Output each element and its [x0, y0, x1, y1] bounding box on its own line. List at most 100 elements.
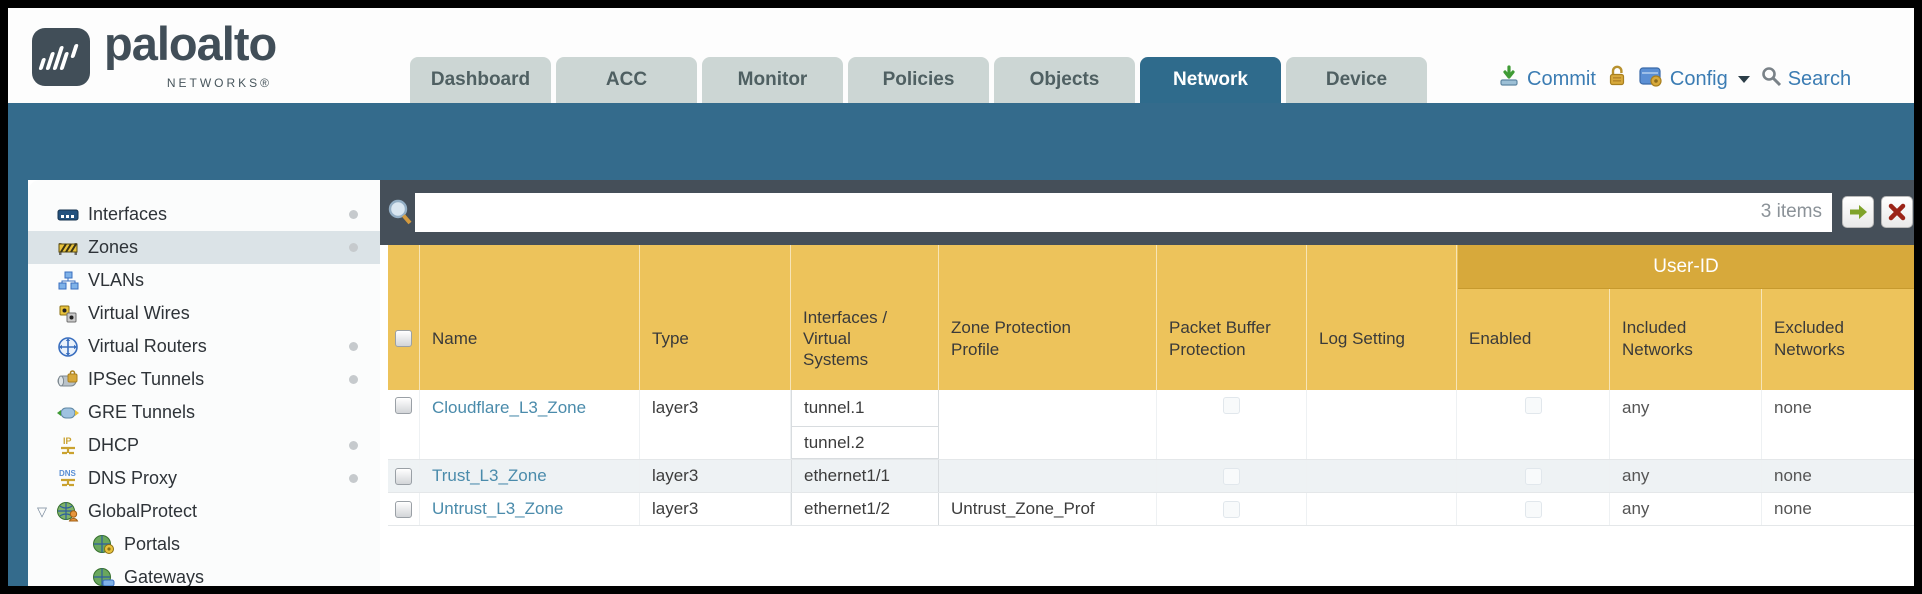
status-dot — [349, 210, 358, 219]
svg-text:DNS: DNS — [59, 469, 77, 478]
brand-name: paloalto — [104, 17, 277, 70]
top-bar: paloalto NETWORKS® Dashboard ACC Monitor… — [8, 8, 1914, 103]
interface-entry: tunnel.2 — [792, 427, 938, 459]
header-utilities: Commit Con — [1497, 58, 1851, 100]
tab-acc[interactable]: ACC — [556, 57, 697, 103]
sub-header-band: ? Help — [8, 103, 1914, 260]
status-dot — [349, 342, 358, 351]
zone-name-link[interactable]: Untrust_L3_Zone — [432, 499, 564, 518]
user-id-enabled-checkbox[interactable] — [1524, 500, 1542, 518]
user-id-enabled-checkbox[interactable] — [1524, 397, 1542, 414]
commit-label: Commit — [1527, 67, 1596, 90]
zone-interfaces: tunnel.1 tunnel.2 — [791, 390, 939, 459]
packet-buffer-checkbox[interactable] — [1223, 500, 1240, 518]
log-setting — [1307, 460, 1457, 492]
tree-expand-icon[interactable]: ▽ — [37, 503, 47, 519]
tab-dashboard[interactable]: Dashboard — [410, 57, 551, 103]
sidebar-item-zones[interactable]: Zones — [28, 231, 380, 264]
sidebar-item-label: Interfaces — [88, 204, 168, 224]
commit-button[interactable]: Commit — [1497, 64, 1596, 94]
sidebar-item-label: DNS Proxy — [88, 468, 178, 488]
zone-protection-profile — [939, 460, 1157, 492]
zone-name-link[interactable]: Cloudflare_L3_Zone — [432, 398, 587, 417]
column-header-log-setting[interactable]: Log Setting — [1307, 245, 1457, 390]
interface-entry: ethernet1/1 — [804, 466, 891, 485]
filter-input-wrap: 3 items — [415, 193, 1832, 232]
left-accent-strip — [8, 103, 28, 586]
sidebar-item-dns-proxy[interactable]: DNS DNS Proxy — [28, 462, 380, 495]
column-header-packet-buffer-protection[interactable]: Packet Buffer Protection — [1157, 245, 1307, 390]
zone-protection-profile — [939, 390, 1157, 459]
row-checkbox[interactable] — [395, 500, 412, 518]
sidebar-item-label: VLANs — [88, 270, 145, 290]
config-menu[interactable]: Config — [1638, 64, 1750, 94]
sidebar-item-label: Gateways — [124, 567, 205, 586]
app-window: paloalto NETWORKS® Dashboard ACC Monitor… — [8, 8, 1914, 586]
sidebar-item-virtual-routers[interactable]: Virtual Routers — [28, 330, 380, 363]
sidebar-item-label: IPSec Tunnels — [88, 369, 205, 389]
excluded-networks: none — [1774, 398, 1812, 417]
chevron-down-icon — [1737, 75, 1750, 83]
apply-filter-button[interactable] — [1842, 196, 1874, 228]
excluded-networks: none — [1774, 499, 1812, 518]
packet-buffer-protection-cell — [1157, 390, 1307, 459]
sidebar-item-interfaces[interactable]: Interfaces — [28, 198, 380, 231]
log-setting — [1307, 390, 1457, 459]
packet-buffer-protection-cell — [1157, 493, 1307, 525]
lock-icon[interactable] — [1606, 64, 1628, 94]
sidebar-item-globalprotect[interactable]: ▽ GlobalProtect — [28, 495, 380, 528]
column-header-excluded-networks[interactable]: Excluded Networks — [1774, 318, 1845, 359]
tab-objects[interactable]: Objects — [994, 57, 1135, 103]
user-id-enabled-cell — [1457, 390, 1610, 459]
packet-buffer-protection-cell — [1157, 460, 1307, 492]
paloalto-logo: paloalto NETWORKS® — [32, 17, 332, 96]
config-icon — [1638, 64, 1664, 94]
sidebar-item-gre-tunnels[interactable]: GRE Tunnels — [28, 396, 380, 429]
search-button[interactable]: Search — [1760, 65, 1851, 93]
column-header-type[interactable]: Type — [640, 245, 791, 390]
user-id-enabled-cell — [1457, 460, 1610, 492]
sidebar-item-label: Virtual Wires — [88, 303, 190, 323]
sidebar-item-ipsec-tunnels[interactable]: IPSec Tunnels — [28, 363, 380, 396]
tab-device[interactable]: Device — [1286, 57, 1427, 103]
select-all-checkbox[interactable] — [395, 330, 412, 347]
sidebar-item-dhcp[interactable]: IP DHCP — [28, 429, 380, 462]
packet-buffer-checkbox[interactable] — [1223, 397, 1240, 414]
packet-buffer-checkbox[interactable] — [1223, 467, 1240, 485]
sidebar-item-gateways[interactable]: Gateways — [28, 561, 380, 586]
config-label: Config — [1669, 67, 1728, 90]
status-dot — [349, 243, 358, 252]
search-icon — [1760, 65, 1782, 93]
sidebar-item-label: Virtual Routers — [88, 336, 207, 356]
tab-monitor[interactable]: Monitor — [702, 57, 843, 103]
gre-tunnels-icon — [56, 402, 80, 424]
ipsec-tunnels-icon — [56, 369, 80, 391]
sidebar-item-portals[interactable]: Portals — [28, 528, 380, 561]
vlans-icon — [56, 270, 80, 292]
row-checkbox[interactable] — [395, 467, 412, 485]
tab-policies[interactable]: Policies — [848, 57, 989, 103]
filter-toolbar: 3 items — [380, 180, 1914, 245]
sidebar-item-virtual-wires[interactable]: Virtual Wires — [28, 297, 380, 330]
column-header-interfaces[interactable]: Interfaces / Virtual Systems — [791, 245, 939, 390]
status-dot — [349, 375, 358, 384]
zone-name-link[interactable]: Trust_L3_Zone — [432, 466, 547, 485]
table-row: Trust_L3_Zone layer3 ethernet1/1 any non… — [388, 460, 1914, 493]
globalprotect-icon — [56, 501, 80, 523]
column-header-included-networks[interactable]: Included Networks — [1610, 245, 1762, 390]
interface-entry: ethernet1/2 — [804, 499, 891, 518]
column-header-enabled[interactable]: Enabled — [1457, 245, 1610, 390]
column-header-name[interactable]: Name — [420, 245, 640, 390]
included-networks: any — [1610, 460, 1762, 492]
zone-interfaces: ethernet1/1 — [791, 460, 939, 492]
clear-filter-button[interactable] — [1881, 196, 1913, 228]
zones-icon — [56, 237, 80, 259]
sidebar-item-vlans[interactable]: VLANs — [28, 264, 380, 297]
column-header-zone-protection-profile[interactable]: Zone Protection Profile — [939, 245, 1157, 390]
filter-input[interactable] — [415, 193, 1832, 232]
user-id-enabled-checkbox[interactable] — [1524, 467, 1542, 485]
row-checkbox[interactable] — [395, 397, 412, 414]
tab-network[interactable]: Network — [1140, 57, 1281, 103]
table-row: Cloudflare_L3_Zone layer3 tunnel.1 tunne… — [388, 390, 1914, 460]
